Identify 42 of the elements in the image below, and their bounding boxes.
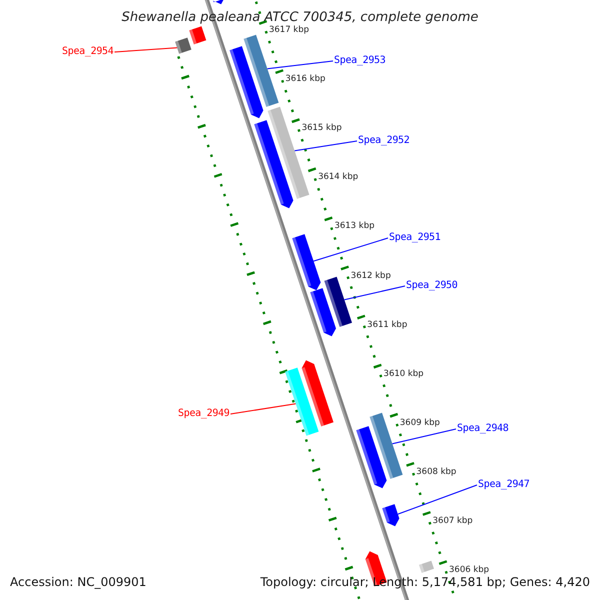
leader-line <box>344 286 406 300</box>
tick-label: 3609 kbp <box>400 418 440 428</box>
tick-label: 3615 kbp <box>302 124 342 133</box>
footer-text: Accession: NC_009901 <box>10 576 146 588</box>
gene-label: Spea_2952 <box>358 136 410 146</box>
tick-label: 3608 kbp <box>416 468 456 476</box>
leader-line <box>313 238 388 262</box>
gene-label: Spea_2949 <box>178 409 230 419</box>
gene-feature <box>254 120 294 208</box>
gene-label: Spea_2947 <box>478 480 530 490</box>
gene-feature <box>292 234 321 290</box>
tick-label: 3610 kbp <box>384 370 424 378</box>
gene-label: Spea_2948 <box>457 424 508 434</box>
gene-feature <box>230 46 264 118</box>
tick-label: 3606 kbp <box>449 566 490 575</box>
tick-label: 3617 kbp <box>268 26 310 34</box>
gene-feature <box>419 560 434 573</box>
gene-feature <box>324 276 352 327</box>
leader-line <box>230 403 296 414</box>
gene-label: Spea_2951 <box>389 233 440 243</box>
tick-label: 3607 kbp <box>432 517 473 526</box>
gene-feature <box>310 288 336 336</box>
gene-feature <box>189 26 206 44</box>
tick-label: 3612 kbp <box>350 272 391 280</box>
gene-feature <box>302 360 334 426</box>
leader-line <box>294 140 358 152</box>
leader-line <box>114 47 178 52</box>
tick-label: 3611 kbp <box>367 320 408 330</box>
gene-feature <box>382 504 400 526</box>
leader-line <box>397 484 478 515</box>
gene-label: Spea_2954 <box>62 47 114 57</box>
gene-feature <box>285 368 319 436</box>
gene-feature <box>244 34 279 107</box>
tick-label: 3614 kbp <box>318 173 358 182</box>
gene-label: Spea_2950 <box>406 281 458 291</box>
gene-feature <box>175 38 192 54</box>
leader-line <box>266 60 334 70</box>
gene-label: Spea_2953 <box>334 56 386 66</box>
tick-label: 3616 kbp <box>285 75 326 84</box>
gene-feature <box>356 426 387 488</box>
gene-feature <box>213 0 226 4</box>
tick-label: 3613 kbp <box>334 222 374 231</box>
